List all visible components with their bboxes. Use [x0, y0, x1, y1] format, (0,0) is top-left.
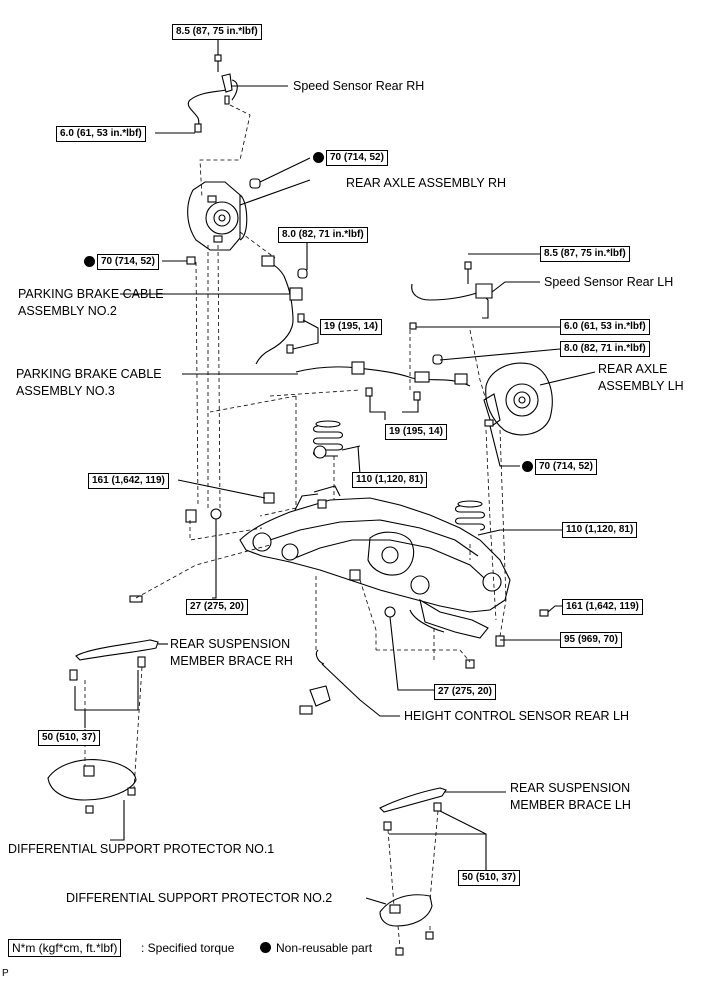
label-parking-brake-cable-3-line2: ASSEMBLY NO.3 [16, 384, 115, 398]
legend-torque-unit: N*m (kgf*cm, ft.*lbf) [8, 939, 122, 957]
torque-callout: 8.0 (82, 71 in.*lbf) [278, 227, 368, 243]
torque-callout: 70 (714, 52) [326, 150, 388, 166]
torque-callout: 8.5 (87, 75 in.*lbf) [540, 246, 630, 262]
torque-callout: 50 (510, 37) [458, 870, 520, 886]
non-reusable-marker [522, 461, 533, 472]
corner-code: P [2, 968, 9, 979]
torque-callout: 19 (195, 14) [385, 424, 447, 440]
torque-callout: 95 (969, 70) [560, 632, 622, 648]
speed-sensor-rh-part [187, 54, 238, 133]
rear-axle-lh-part [483, 362, 553, 436]
torque-callout: 27 (275, 20) [186, 599, 248, 615]
torque-callout: 19 (195, 14) [320, 319, 382, 335]
torque-callout: 8.0 (82, 71 in.*lbf) [560, 341, 650, 357]
torque-callout: 8.5 (87, 75 in.*lbf) [172, 24, 262, 40]
torque-callout: 110 (1,120, 81) [562, 522, 638, 538]
torque-callout: 70 (714, 52) [97, 254, 159, 270]
torque-callout: 50 (510, 37) [38, 730, 100, 746]
parking-brake-cable-2-part [255, 255, 308, 365]
rear-suspension-member-part [129, 485, 549, 669]
label-parking-brake-cable-2-line2: ASSEMBLY NO.2 [18, 304, 117, 318]
torque-callout: 161 (1,642, 119) [88, 473, 169, 489]
speed-sensor-lh-part [409, 261, 493, 330]
diff-protector-2-part [379, 894, 434, 956]
torque-callout: 161 (1,642, 119) [562, 599, 643, 615]
label-diff-protector-2: DIFFERENTIAL SUPPORT PROTECTOR NO.2 [66, 891, 333, 905]
torque-callout: 27 (275, 20) [434, 684, 496, 700]
non-reusable-marker [313, 152, 324, 163]
rear-axle-rh-part [186, 178, 261, 265]
non-reusable-marker [84, 256, 95, 267]
height-control-sensor-part [299, 649, 331, 715]
legend-non-reusable-marker [260, 942, 271, 953]
torque-callout: 6.0 (61, 53 in.*lbf) [560, 319, 650, 335]
coil-spring-rh-part [312, 420, 344, 459]
label-brace-lh-line1: REAR SUSPENSION [510, 781, 631, 795]
parking-brake-cable-3-part [295, 354, 471, 401]
label-speed-sensor-rh: Speed Sensor Rear RH [293, 79, 425, 93]
label-brace-lh-line2: MEMBER BRACE LH [510, 798, 631, 812]
torque-callout: 6.0 (61, 53 in.*lbf) [56, 126, 146, 142]
label-diff-protector-1: DIFFERENTIAL SUPPORT PROTECTOR NO.1 [8, 842, 275, 856]
brace-rh-part [69, 639, 159, 681]
diff-protector-1-part [47, 759, 137, 814]
label-brace-rh-line2: MEMBER BRACE RH [170, 654, 293, 668]
label-rear-axle-rh: REAR AXLE ASSEMBLY RH [346, 176, 507, 190]
label-parking-brake-cable-3-line1: PARKING BRAKE CABLE [16, 367, 162, 381]
label-brace-rh-line1: REAR SUSPENSION [170, 637, 291, 651]
label-parking-brake-cable-2-line1: PARKING BRAKE CABLE [18, 287, 164, 301]
torque-callout: 70 (714, 52) [535, 459, 597, 475]
label-rear-axle-lh-line2: ASSEMBLY LH [598, 379, 684, 393]
legend-non-reusable: Non-reusable part [276, 941, 373, 955]
label-speed-sensor-lh: Speed Sensor Rear LH [544, 275, 674, 289]
brace-lh-part [379, 787, 447, 831]
legend-torque-desc: : Specified torque [141, 941, 235, 955]
label-height-control-sensor: HEIGHT CONTROL SENSOR REAR LH [404, 709, 630, 723]
label-rear-axle-lh-line1: REAR AXLE [598, 362, 668, 376]
torque-callout: 110 (1,120, 81) [352, 472, 428, 488]
